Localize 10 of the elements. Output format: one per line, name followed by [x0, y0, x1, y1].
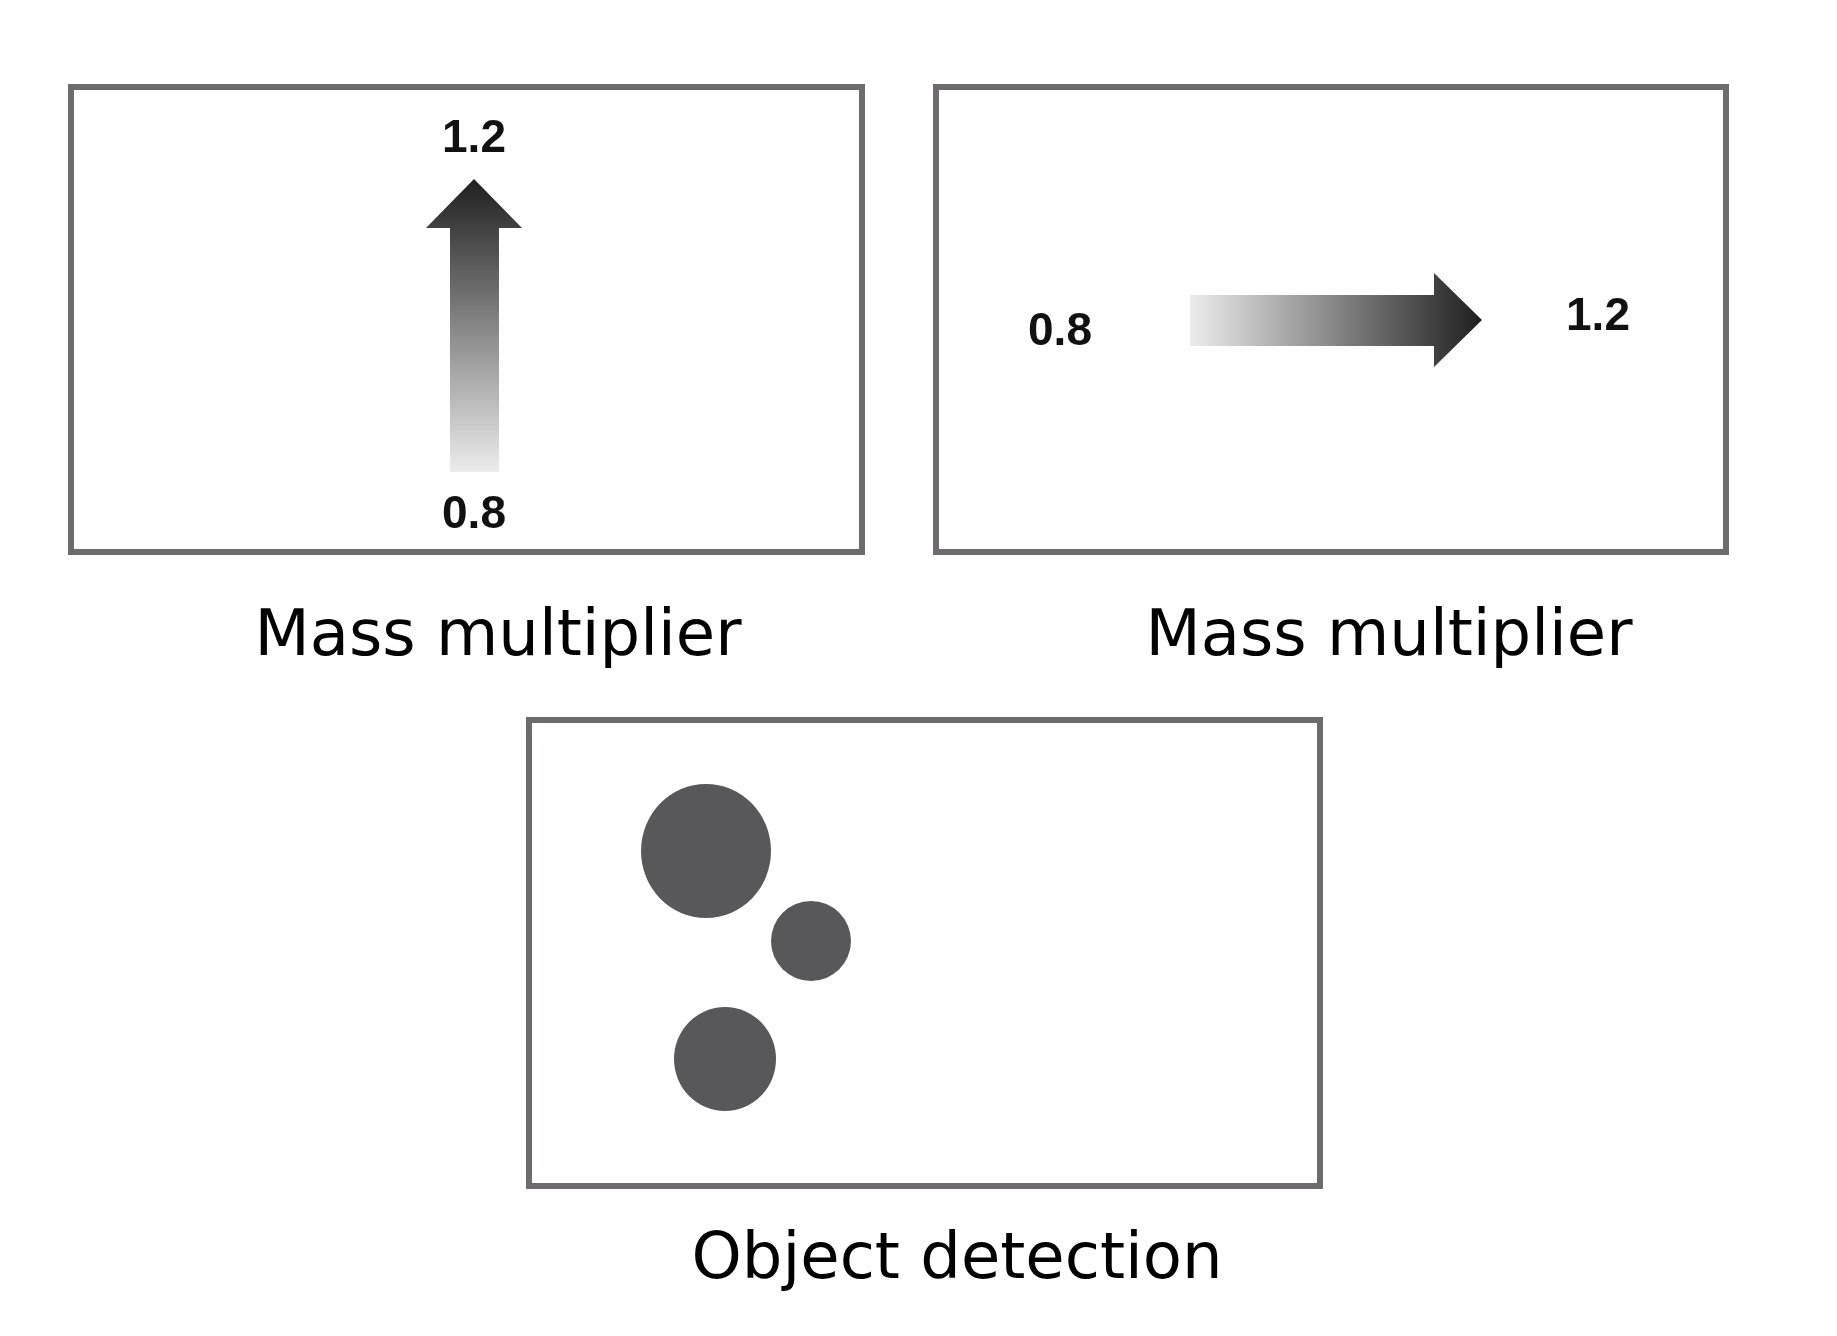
- filled-circle: [674, 1007, 776, 1111]
- scale-value: 0.8: [442, 486, 506, 538]
- panel-caption: Object detection: [691, 1217, 1223, 1295]
- scale-value: 0.8: [1028, 303, 1092, 355]
- scale-value: 1.2: [442, 110, 506, 162]
- panel-caption: Mass multiplier: [254, 594, 742, 672]
- panel-caption: Mass multiplier: [1145, 594, 1633, 672]
- scale-value: 1.2: [1566, 288, 1630, 340]
- filled-circle: [771, 901, 851, 981]
- filled-circle: [641, 784, 771, 918]
